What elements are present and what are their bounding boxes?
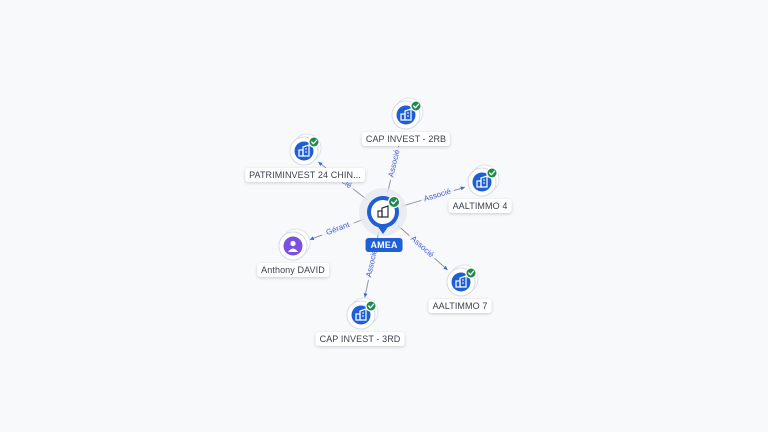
building-icon — [455, 275, 467, 288]
edge-label: Associé — [409, 234, 436, 260]
node-label-cap-invest-2rb[interactable]: CAP INVEST - 2RB — [361, 132, 451, 146]
edge-arrowhead — [460, 186, 465, 191]
building-icon — [476, 175, 488, 188]
building-icon — [400, 108, 412, 121]
edge-arrowhead — [443, 265, 448, 270]
node-label-aaltimmo-7[interactable]: AALTIMMO 7 — [428, 299, 492, 313]
node-cap2rb[interactable] — [391, 97, 424, 130]
node-anthony[interactable] — [278, 228, 311, 261]
node-patri[interactable] — [289, 133, 322, 166]
center-node[interactable] — [359, 188, 407, 236]
edge-label: Associé — [364, 248, 379, 278]
node-label-anthony-david[interactable]: Anthony DAVID — [257, 263, 329, 277]
node-label-patriminvest[interactable]: PATRIMINVEST 24 CHIN... — [245, 168, 365, 182]
nodes-layer — [278, 97, 500, 330]
verified-check-icon — [387, 195, 401, 209]
edge-arrowhead — [309, 236, 315, 241]
building-icon — [355, 308, 367, 321]
verified-check-icon — [308, 136, 320, 148]
company-icon — [377, 205, 389, 218]
edge-arrowhead — [363, 293, 368, 298]
node-label-cap-invest-3rd[interactable]: CAP INVEST - 3RD — [315, 332, 405, 346]
verified-check-icon — [365, 300, 377, 312]
center-node-label[interactable]: AMEA — [365, 238, 403, 252]
node-label-aaltimmo-4[interactable]: AALTIMMO 4 — [448, 199, 512, 213]
person-icon — [288, 240, 298, 252]
edge-arrowhead — [318, 162, 323, 167]
building-icon — [298, 144, 310, 157]
verified-check-icon — [465, 267, 477, 279]
node-cap3rd[interactable] — [346, 297, 379, 330]
node-aalt4[interactable] — [467, 164, 500, 197]
verified-check-icon — [486, 167, 498, 179]
node-aalt7[interactable] — [446, 264, 479, 297]
edge-label: Associé — [386, 148, 401, 178]
edge-label: Gérant — [325, 220, 352, 237]
verified-check-icon — [410, 100, 422, 112]
